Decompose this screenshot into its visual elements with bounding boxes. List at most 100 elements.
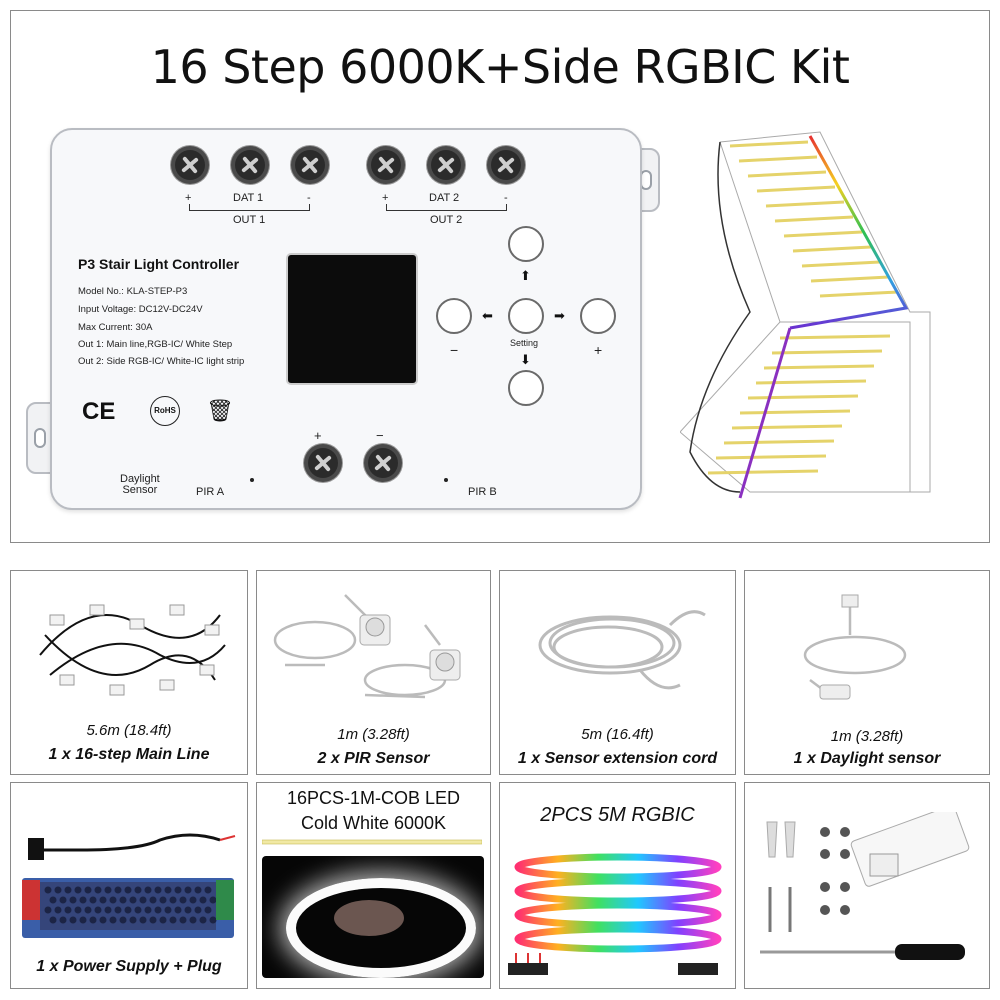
vent-hole: [194, 906, 202, 914]
rohs-mark: RoHS: [150, 396, 180, 426]
step-light: [771, 349, 883, 355]
step-light: [756, 185, 836, 193]
vent-hole: [49, 896, 57, 904]
vent-hole: [79, 896, 87, 904]
vent-hole: [134, 906, 142, 914]
plus-label: +: [594, 342, 603, 358]
product-card-power-supply: [10, 782, 248, 989]
accessories-image: [760, 812, 970, 960]
terminal-power-plus: [308, 448, 338, 478]
minus-label: −: [450, 342, 459, 358]
cob-strip-line: [262, 839, 482, 845]
extension-size: 5m (16.4ft): [581, 726, 654, 743]
out1-label: OUT 1: [233, 214, 266, 226]
rgbic-strip-image: [508, 853, 722, 975]
vent-hole: [89, 916, 97, 924]
vent-hole: [124, 886, 132, 894]
setting-button[interactable]: [508, 298, 544, 334]
vent-hole: [129, 896, 137, 904]
vent-hole: [164, 886, 172, 894]
vent-hole: [149, 916, 157, 924]
vent-hole: [94, 906, 102, 914]
staircase-illustration: [680, 131, 931, 499]
controller-name: P3 Stair Light Controller: [78, 256, 240, 272]
vent-hole: [119, 916, 127, 924]
vent-hole: [89, 896, 97, 904]
screw: [840, 905, 850, 915]
daylight-sensor-image: [803, 594, 907, 700]
vent-hole: [74, 886, 82, 894]
out2-minus-label: -: [504, 192, 508, 204]
side-rgb-strip-lower: [738, 327, 792, 499]
screw: [840, 882, 850, 892]
out2-label: OUT 2: [430, 214, 463, 226]
vent-hole: [64, 886, 72, 894]
out2-dat-label: DAT 2: [429, 192, 460, 204]
product-card-cob-led: [256, 782, 491, 989]
main-line-size: 5.6m (18.4ft): [86, 722, 172, 739]
display-screen: [288, 255, 416, 383]
screw: [820, 882, 830, 892]
vent-hole: [69, 896, 77, 904]
step-light: [731, 424, 843, 430]
vent-hole: [189, 916, 197, 924]
product-card-daylight-sensor: [744, 570, 990, 775]
out1-dat-label: DAT 1: [233, 192, 264, 204]
step-light: [810, 275, 890, 283]
step-light: [792, 245, 872, 253]
cob-led-header: 16PCS-1M-COB LED Cold White 6000K: [286, 788, 461, 833]
vent-hole: [184, 886, 192, 894]
product-card-rgbic-strip: [499, 782, 736, 989]
vent-hole: [209, 916, 217, 924]
spec-input-voltage: Input Voltage: DC12V-DC24V: [78, 304, 203, 315]
vent-hole: [179, 896, 187, 904]
main-frame: [10, 10, 990, 543]
vent-hole: [129, 916, 137, 924]
arrow-up-icon: ⬆: [520, 268, 531, 283]
rgbic-header: 2PCS 5M RGBIC: [540, 804, 695, 826]
vent-hole: [194, 886, 202, 894]
main-line-wire: [689, 141, 751, 493]
pir-a-label: PIR A: [196, 486, 225, 498]
step-light: [723, 439, 835, 445]
vent-hole: [104, 906, 112, 914]
up-button[interactable]: [508, 226, 544, 262]
vent-hole: [169, 916, 177, 924]
out1-minus-label: -: [307, 192, 311, 204]
arrow-left-icon: ⬅: [482, 308, 493, 323]
down-button[interactable]: [508, 370, 544, 406]
main-line-name: 1 x 16-step Main Line: [48, 746, 210, 763]
power-supply-image: [22, 833, 236, 938]
vent-hole: [74, 906, 82, 914]
step-light: [747, 170, 827, 178]
pir-a-dot: [250, 478, 254, 482]
vent-hole: [144, 886, 152, 894]
vent-hole: [49, 916, 57, 924]
plus-right-button[interactable]: [580, 298, 616, 334]
pir-b-dot: [444, 478, 448, 482]
step-light: [819, 290, 899, 298]
vent-hole: [44, 886, 52, 894]
vent-hole: [54, 886, 62, 894]
vent-hole: [109, 896, 117, 904]
vent-hole: [209, 896, 217, 904]
step-light: [729, 140, 809, 148]
spec-model: Model No.: KLA-STEP-P3: [78, 286, 188, 297]
terminal-out2-plus: [371, 150, 401, 180]
step-light: [779, 334, 891, 340]
vent-hole: [44, 906, 52, 914]
step-light: [707, 469, 819, 475]
weee-bin-icon: 🗑: [206, 398, 234, 423]
step-light: [801, 260, 881, 268]
vent-hole: [199, 916, 207, 924]
vent-hole: [154, 886, 162, 894]
vent-hole: [139, 916, 147, 924]
pir-name: 2 x PIR Sensor: [317, 750, 430, 767]
vent-hole: [154, 906, 162, 914]
minus-left-button[interactable]: [436, 298, 472, 334]
page-title: 16 Step 6000K+Side RGBIC Kit: [150, 40, 850, 94]
daylight-size: 1m (3.28ft): [830, 728, 904, 745]
terminal-power-minus: [368, 448, 398, 478]
vent-hole: [59, 916, 67, 924]
step-light: [774, 215, 854, 223]
